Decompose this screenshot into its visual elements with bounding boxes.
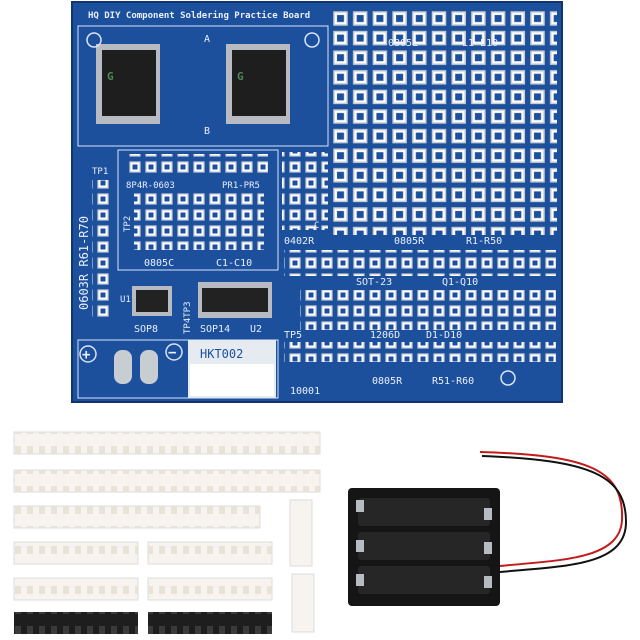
inductor-resistor-pad-grid (332, 10, 557, 235)
label-0805l: 0805L (388, 38, 418, 49)
label-pr-block: 8P4R-0603 (126, 181, 175, 191)
minus-marker (165, 343, 183, 361)
label-u2: U2 (250, 324, 262, 335)
smd-tape-strips (13, 431, 321, 634)
label-0402r: 0402R (284, 236, 315, 247)
label-r-range-bottom: R51-R60 (432, 376, 474, 387)
diode-pads (300, 290, 556, 330)
tape-strip-vertical-2 (291, 573, 315, 633)
label-model-shadow: HKT002 (200, 347, 243, 361)
label-plus: + (82, 347, 90, 363)
passive-block-outline (117, 149, 279, 271)
label-a: A (204, 34, 210, 45)
power-area-outline (77, 339, 279, 399)
board-title: HQ DIY Component Soldering Practice Boar… (88, 10, 310, 21)
label-d-range: D1-D10 (426, 330, 462, 341)
label-tp1: TP1 (92, 167, 108, 177)
label-model: HKT002 (200, 347, 243, 361)
svg-text:G: G (107, 70, 114, 83)
mcu-outline (77, 25, 329, 147)
label-serial: 10001 (290, 386, 320, 397)
battery-wires (479, 451, 628, 573)
svg-text:G: G (237, 70, 244, 83)
sop14-chip (198, 282, 272, 318)
label-u1: U1 (120, 295, 131, 305)
label-tp2: TP2 (123, 216, 133, 232)
mount-hole-top-left (86, 32, 102, 48)
sot23-pads (284, 250, 556, 276)
label-1206d: 1206D (370, 330, 400, 341)
pcb-board: HQ DIY Component Soldering Practice Boar… (71, 1, 563, 403)
pr-pads (128, 154, 268, 176)
r0402-pads (282, 152, 328, 230)
mount-hole-bottom (500, 370, 516, 386)
label-c: C (314, 221, 319, 231)
label-0805r: 0805R (394, 236, 425, 247)
mount-hole-top (304, 32, 320, 48)
mcu-chip-b: G (226, 44, 290, 124)
label-pr-range: PR1-PR5 (222, 181, 260, 191)
r0603-pad-column (92, 180, 112, 320)
label-minus: − (168, 345, 176, 361)
label-sop14: SOP14 (200, 324, 230, 335)
label-r-range: R1-R50 (466, 236, 502, 247)
label-q-range: Q1-Q10 (442, 277, 478, 288)
label-0805r-bottom: 0805R (372, 376, 403, 387)
label-c-range: C1-C10 (216, 258, 252, 269)
label-tp-pair: TP4TP3 (183, 301, 193, 334)
r-bottom-pads (284, 342, 556, 362)
label-sot23: SOT-23 (356, 277, 392, 288)
label-0805c: 0805C (144, 258, 174, 269)
label-r-side: 0603R R61-R70 (77, 216, 91, 310)
label-b: B (204, 126, 210, 137)
label-sop8: SOP8 (134, 324, 158, 335)
battery-holder (348, 488, 500, 606)
tape-strip-vertical-1 (289, 499, 313, 567)
c-pads (134, 192, 264, 250)
mcu-chip-a: G (96, 44, 160, 124)
battery-pad-2 (140, 350, 158, 384)
battery-pad-1 (114, 350, 132, 384)
label-blank (190, 364, 274, 396)
label-l-range: L1-L10 (462, 38, 498, 49)
plus-marker (79, 345, 97, 363)
sop8-chip (132, 286, 172, 316)
label-tp5: TP5 (284, 330, 302, 341)
